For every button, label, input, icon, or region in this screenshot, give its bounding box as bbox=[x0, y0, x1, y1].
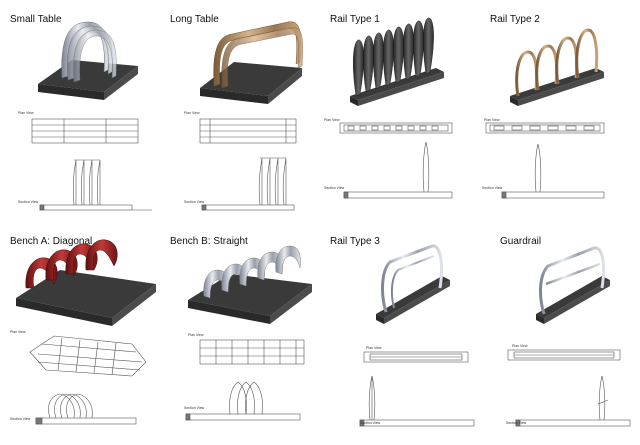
plan-view-drawing bbox=[199, 339, 305, 365]
section-view-label: Section View bbox=[18, 200, 39, 204]
section-view-drawing bbox=[35, 393, 137, 425]
section-view-drawing bbox=[515, 375, 631, 427]
plan-view-drawing bbox=[485, 122, 605, 134]
silver-loop-rail bbox=[381, 244, 444, 313]
plan-view-label: Plan View bbox=[184, 111, 200, 115]
plan-view-drawing bbox=[339, 122, 453, 134]
panel-long-table: Long Table Plan View Section View bbox=[160, 0, 320, 222]
plan-view-label: Plan View bbox=[512, 344, 528, 348]
section-view-label: Section View bbox=[184, 200, 205, 204]
panel-bench-a-diagonal: Bench A: Diagonal Plan View Sec bbox=[0, 222, 160, 444]
section-view-drawing bbox=[185, 381, 301, 421]
section-view-drawing bbox=[501, 143, 605, 199]
section-view-label: Section View bbox=[506, 421, 527, 425]
small-table-drawings bbox=[31, 21, 152, 211]
plan-view-label: Plan View bbox=[484, 118, 500, 122]
rail-type-2-drawings bbox=[485, 28, 605, 199]
base-block bbox=[38, 60, 138, 100]
panel-small-table: Small Table bbox=[0, 0, 160, 222]
red-wave-seats bbox=[25, 239, 118, 289]
panel-bench-b-straight: Bench B: Straight Plan Vie bbox=[160, 222, 320, 444]
section-view-label: Section View bbox=[324, 186, 345, 190]
panel-title: Bench A: Diagonal bbox=[10, 236, 93, 247]
section-view-label: Section View bbox=[482, 186, 503, 190]
silver-wave-seats bbox=[203, 245, 301, 299]
dark-loop-rails bbox=[353, 17, 434, 97]
bronze-ribbon-frame bbox=[213, 21, 303, 89]
section-view-drawing bbox=[359, 375, 475, 427]
section-view-label: Section View bbox=[184, 406, 205, 410]
plan-view-label: Plan View bbox=[188, 333, 204, 337]
panel-rail-type-3: Rail Type 3 Plan View Section View bbox=[320, 222, 480, 444]
base-block bbox=[350, 68, 444, 106]
base-block bbox=[188, 274, 312, 324]
panel-title: Rail Type 1 bbox=[330, 14, 380, 25]
base-block bbox=[376, 276, 450, 324]
rail-type-1-drawings bbox=[339, 17, 453, 199]
panel-guardrail: Guardrail Plan View Section View bbox=[480, 222, 640, 444]
bench-b-drawings bbox=[185, 245, 312, 421]
bronze-arch-rails bbox=[515, 28, 599, 97]
bench-a-drawings bbox=[16, 239, 156, 425]
panel-title: Rail Type 3 bbox=[330, 236, 380, 247]
plan-view-drawing bbox=[31, 118, 139, 144]
panel-title: Guardrail bbox=[500, 236, 542, 247]
section-view-drawing bbox=[39, 159, 152, 211]
plan-view-label: Plan View bbox=[18, 111, 34, 115]
silver-ribbon-frame bbox=[61, 21, 117, 83]
panel-title: Long Table bbox=[170, 14, 219, 25]
panel-title: Small Table bbox=[10, 14, 62, 25]
plan-view-drawing bbox=[29, 335, 147, 377]
plan-view-label: Plan View bbox=[366, 346, 382, 350]
silver-guardrail-frame bbox=[539, 246, 606, 315]
plan-view-label: Plan View bbox=[10, 330, 26, 334]
panel-title: Bench B: Straight bbox=[170, 236, 248, 247]
panel-title: Rail Type 2 bbox=[490, 14, 540, 25]
plan-view-label: Plan View bbox=[324, 118, 340, 122]
plan-view-drawing bbox=[363, 351, 469, 363]
guardrail-drawings bbox=[507, 246, 631, 427]
panel-rail-type-2: Rail Type 2 Plan View Section View bbox=[480, 0, 640, 222]
rail-type-3-drawings bbox=[359, 244, 475, 427]
base-block bbox=[16, 270, 156, 326]
section-view-label: Section View bbox=[10, 417, 31, 421]
plan-view-drawing bbox=[507, 349, 621, 361]
section-view-label: Section View bbox=[360, 421, 381, 425]
base-block bbox=[536, 276, 610, 324]
panel-rail-type-1: Rail Type 1 bbox=[320, 0, 480, 222]
section-view-drawing bbox=[343, 141, 453, 199]
plan-view-drawing bbox=[199, 118, 297, 144]
long-table-drawings bbox=[199, 21, 303, 211]
section-view-drawing bbox=[201, 157, 295, 211]
